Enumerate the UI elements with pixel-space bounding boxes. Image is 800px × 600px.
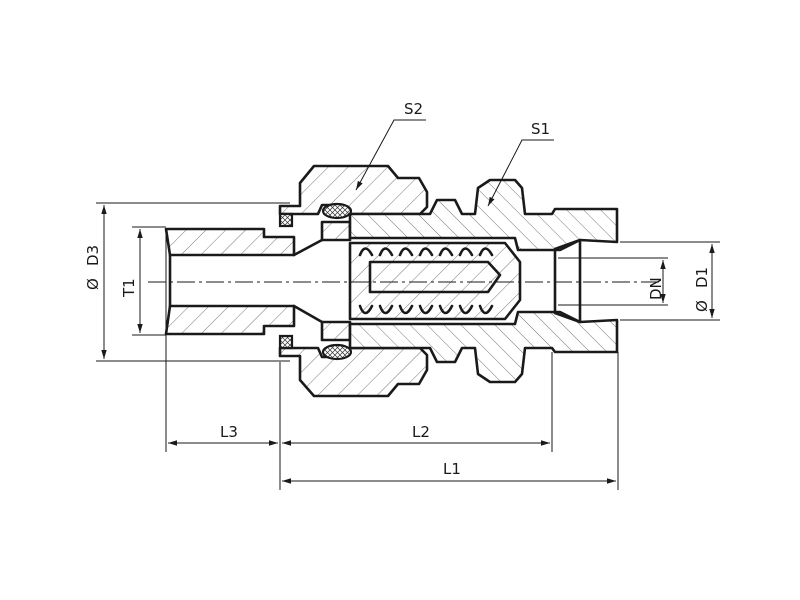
extension-lines bbox=[96, 202, 720, 490]
label-d1: D1 bbox=[693, 267, 711, 288]
diameter-symbol-d1: Ø bbox=[693, 300, 711, 312]
diameter-symbol-d3: Ø bbox=[84, 278, 102, 290]
label-l2: L2 bbox=[412, 423, 430, 441]
body-nut bbox=[278, 164, 429, 398]
leader-lines bbox=[355, 119, 554, 207]
label-d3: D3 bbox=[84, 245, 102, 266]
label-l3: L3 bbox=[220, 423, 238, 441]
label-l1: L1 bbox=[443, 460, 461, 478]
dimension-lines bbox=[101, 205, 715, 484]
label-t1: T1 bbox=[120, 278, 138, 298]
label-s1: S1 bbox=[531, 120, 550, 138]
seals bbox=[278, 202, 353, 361]
label-dn: DN bbox=[647, 277, 665, 300]
spring bbox=[358, 247, 494, 315]
poppet bbox=[348, 241, 522, 321]
label-s2: S2 bbox=[404, 100, 423, 118]
threaded-stud bbox=[164, 227, 324, 336]
valve-body bbox=[348, 178, 619, 384]
